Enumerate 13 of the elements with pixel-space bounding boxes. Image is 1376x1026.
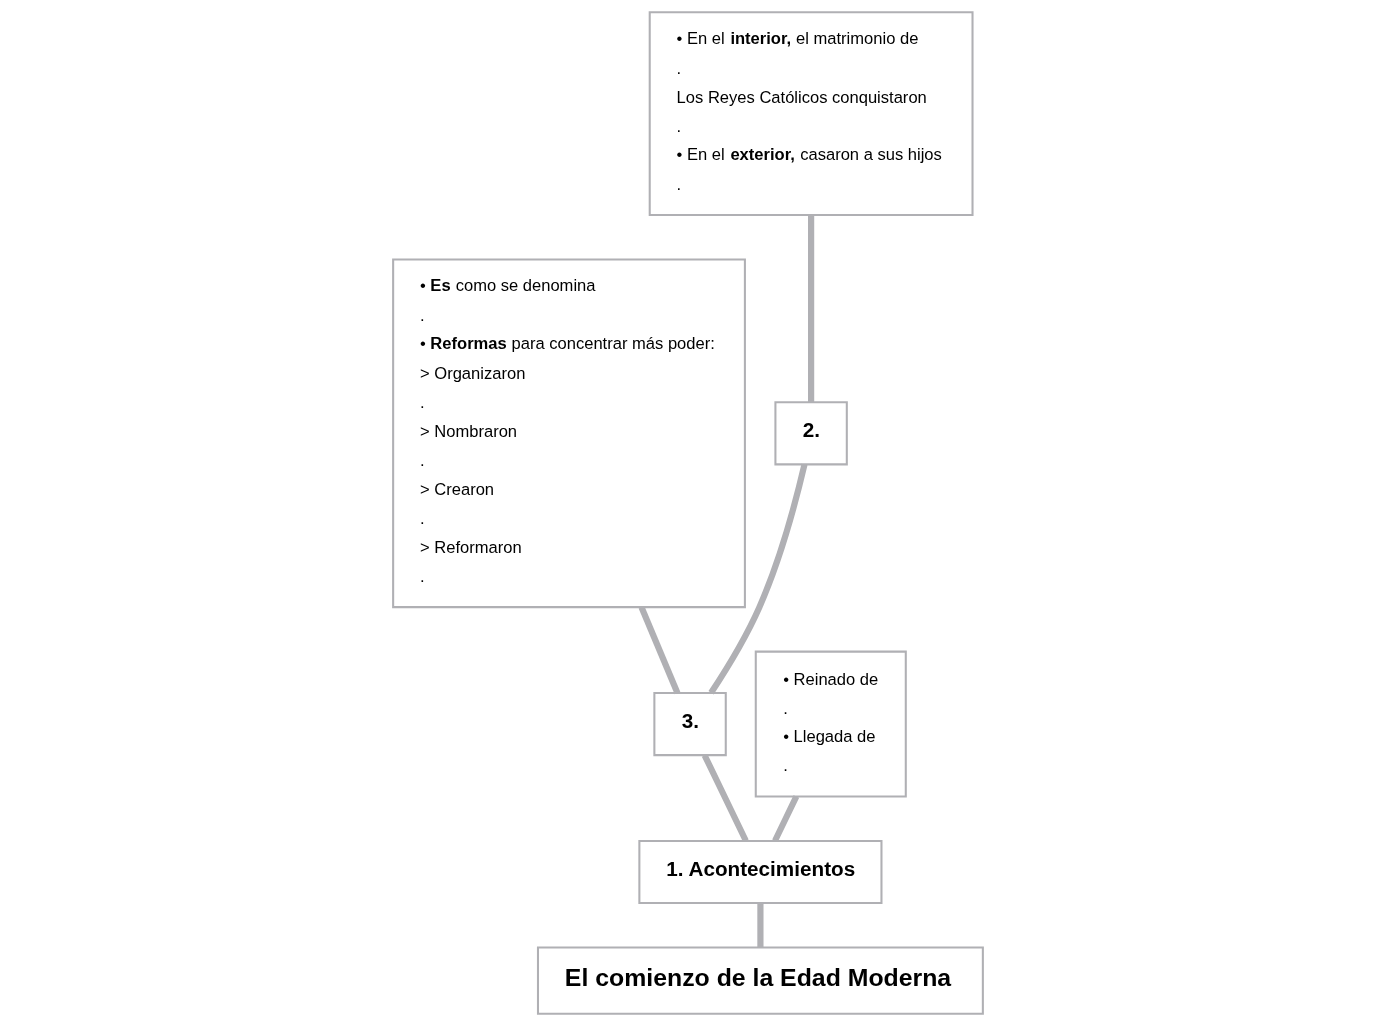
node-box: 1. Acontecimientos xyxy=(638,839,883,905)
node-box: • Es como se denomina . • Reformas para concentrar más poder: > Organizaron . > Nombraron . > Crearon . > Reformaron . xyxy=(392,258,746,609)
connector xyxy=(638,606,681,695)
node-box: 2. xyxy=(774,401,848,466)
connector xyxy=(708,463,808,695)
connector xyxy=(757,903,764,948)
connector xyxy=(772,795,800,843)
node-box: • En el interior, el matrimonio de . Los Reyes Católicos conquistaron . • En el exterior, casaron a sus hijos . xyxy=(648,11,974,217)
connector xyxy=(808,215,815,403)
node-box: 3. xyxy=(653,692,727,757)
node-box: El comienzo de la Edad Moderna xyxy=(536,946,984,1015)
connector xyxy=(701,753,749,843)
node-box: • Reinado de . • Llegada de . xyxy=(754,650,907,798)
